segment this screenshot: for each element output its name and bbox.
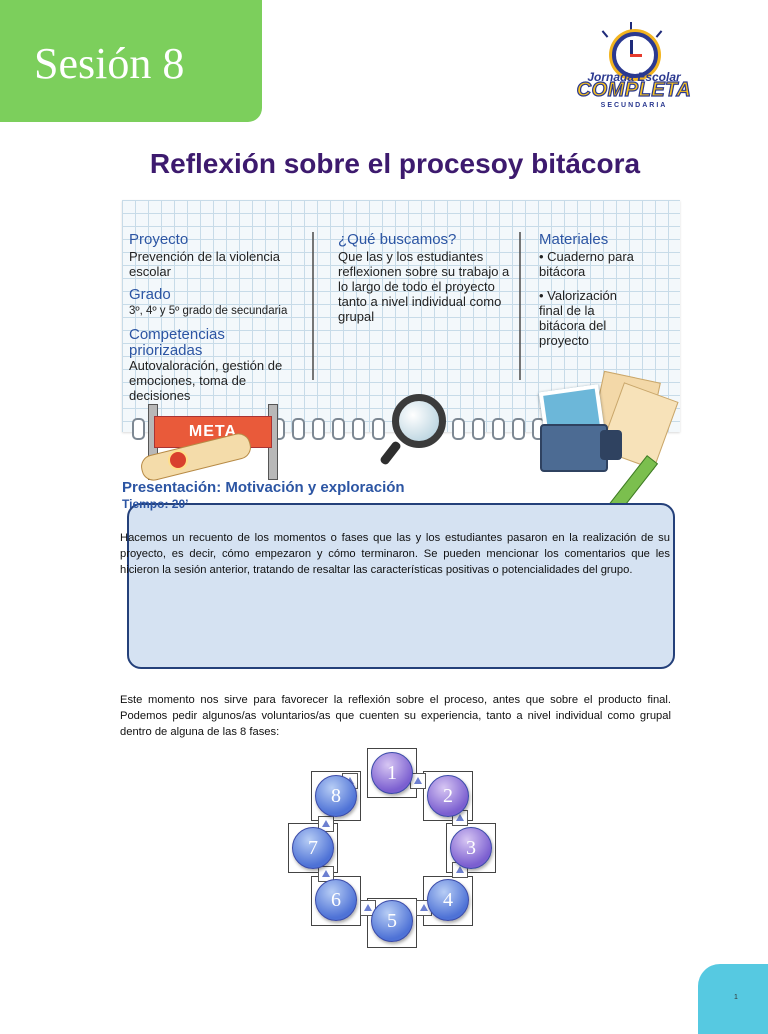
jornada-escolar-logo: Jornada Escolar COMPLETA SECUNDARIA bbox=[572, 22, 696, 114]
column-divider bbox=[519, 232, 521, 380]
competencias-heading-2: priorizadas bbox=[129, 342, 203, 359]
proyecto-text: Prevención de la violencia escolar bbox=[129, 249, 281, 279]
materiales-item-1: • Cuaderno para bitácora bbox=[539, 249, 634, 279]
phase-3: 3 bbox=[450, 827, 492, 869]
corner-tab bbox=[698, 964, 768, 1034]
materiales-heading: Materiales bbox=[539, 231, 609, 248]
phase-2: 2 bbox=[427, 775, 469, 817]
video-camera-icon bbox=[540, 424, 608, 472]
phase-8: 8 bbox=[315, 775, 357, 817]
proyecto-heading: Proyecto bbox=[129, 231, 189, 248]
page-number: 1 bbox=[734, 994, 738, 1001]
phase-4: 4 bbox=[427, 879, 469, 921]
session-tab: Sesión 8 bbox=[0, 0, 262, 122]
presentation-time: Tiempo: 20’ bbox=[122, 497, 189, 511]
page-title: Reflexión sobre el procesoy bitácora bbox=[149, 148, 641, 179]
logo-line2: COMPLETA bbox=[576, 78, 692, 101]
phase-1: 1 bbox=[371, 752, 413, 794]
phase-6: 6 bbox=[315, 879, 357, 921]
competencias-heading-1: Competencias bbox=[129, 326, 225, 343]
logo-line1: Jornada Escolar bbox=[587, 70, 681, 84]
seal-icon bbox=[168, 450, 188, 470]
magnifier-handle bbox=[378, 439, 403, 467]
presentation-box bbox=[127, 503, 675, 669]
buscamos-heading: ¿Qué buscamos? bbox=[338, 231, 457, 248]
body-paragraph: Este momento nos sirve para favorecer la… bbox=[120, 694, 671, 738]
buscamos-text: Que las y los estudiantes reflexionen so… bbox=[338, 249, 510, 324]
magnifier-icon bbox=[392, 394, 446, 448]
grado-heading: Grado bbox=[129, 286, 171, 303]
grado-text: 3º, 4º y 5º grado de secundaria bbox=[129, 305, 288, 317]
phase-7: 7 bbox=[292, 827, 334, 869]
presentation-text: Hacemos un recuento de los momentos o fa… bbox=[120, 532, 670, 576]
materiales-item-2: • Valorización final de la bitácora del … bbox=[539, 288, 618, 348]
competencias-text: Autovaloración, gestión de emociones, to… bbox=[129, 358, 283, 403]
column-divider bbox=[312, 232, 314, 380]
presentation-title: Presentación: Motivación y exploración bbox=[122, 479, 405, 496]
session-label: Sesión 8 bbox=[34, 39, 185, 88]
logo-line3: SECUNDARIA bbox=[600, 102, 668, 109]
camera-lens bbox=[600, 430, 622, 460]
clock-icon bbox=[612, 32, 658, 78]
phase-5: 5 bbox=[371, 900, 413, 942]
